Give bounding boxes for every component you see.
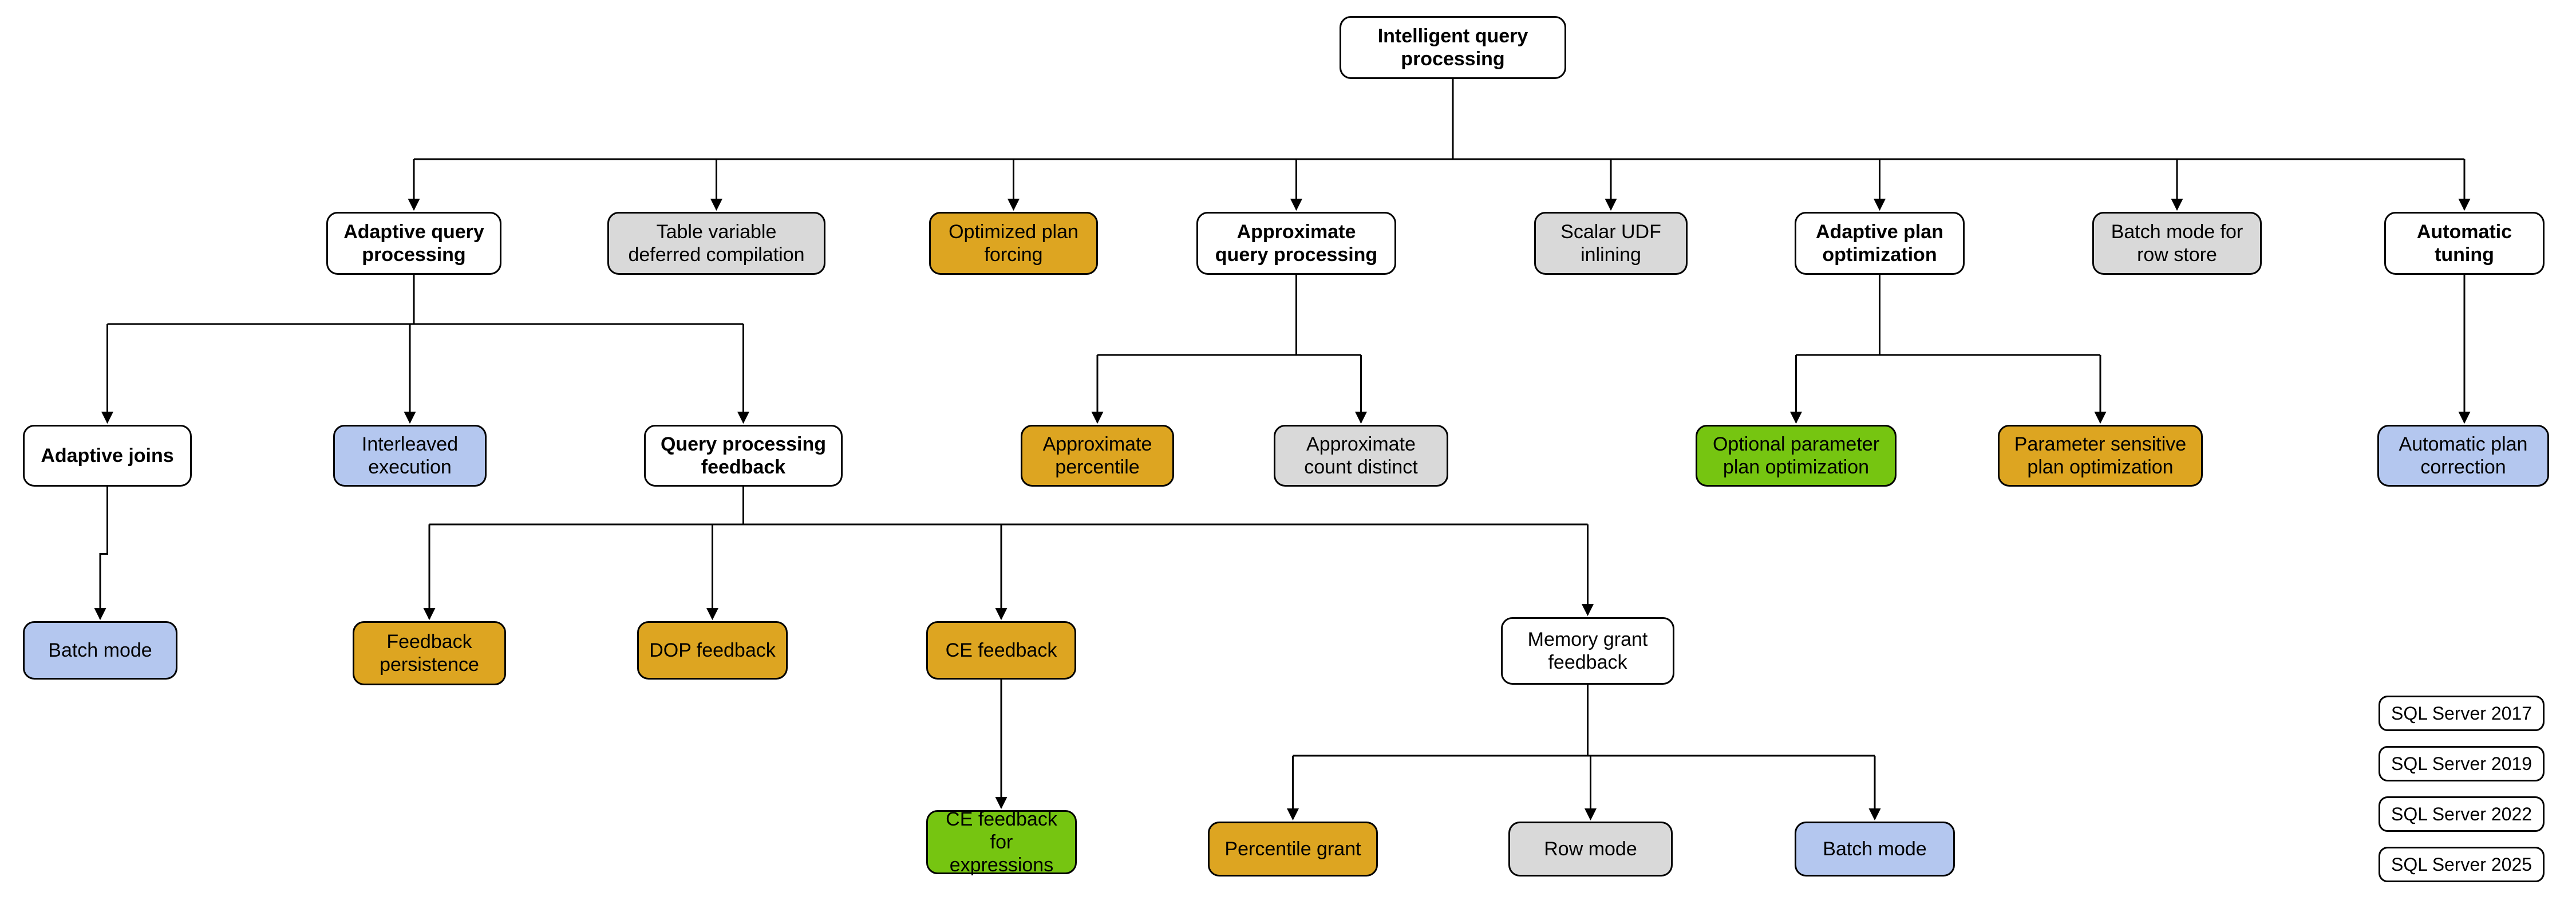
connector	[94, 487, 108, 621]
node-opt-plan-forcing[interactable]: Optimized plan forcing	[929, 212, 1098, 275]
node-ce-feedback[interactable]: CE feedback	[926, 621, 1076, 680]
node-table-var[interactable]: Table variable deferred compilation	[607, 212, 825, 275]
node-auto-plan-corr[interactable]: Automatic plan correction	[2377, 425, 2549, 487]
node-param-sensitive[interactable]: Parameter sensitive plan optimization	[1998, 425, 2203, 487]
legend-item-sql-server-2019: SQL Server 2019	[2379, 746, 2545, 781]
node-row-mode[interactable]: Row mode	[1508, 822, 1673, 876]
node-dop-feedback[interactable]: DOP feedback	[637, 621, 788, 680]
node-optional-param[interactable]: Optional parameter plan optimization	[1696, 425, 1897, 487]
node-approx-qp[interactable]: Approximate query processing	[1196, 212, 1396, 275]
legend-item-sql-server-2025: SQL Server 2025	[2379, 847, 2545, 882]
node-root[interactable]: Intelligent query processing	[1340, 16, 1566, 79]
node-adaptive-qp[interactable]: Adaptive query processing	[326, 212, 501, 275]
node-adaptive-plan[interactable]: Adaptive plan optimization	[1795, 212, 1965, 275]
node-feedback-persist[interactable]: Feedback persistence	[353, 621, 506, 685]
legend-item-sql-server-2022: SQL Server 2022	[2379, 796, 2545, 832]
node-batch-mode-mg[interactable]: Batch mode	[1795, 822, 1955, 876]
legend-item-sql-server-2017: SQL Server 2017	[2379, 696, 2545, 731]
node-approx-pct[interactable]: Approximate percentile	[1021, 425, 1174, 487]
node-memory-grant[interactable]: Memory grant feedback	[1501, 617, 1674, 685]
node-adaptive-joins[interactable]: Adaptive joins	[23, 425, 192, 487]
node-approx-count[interactable]: Approximate count distinct	[1274, 425, 1448, 487]
node-auto-tuning[interactable]: Automatic tuning	[2384, 212, 2545, 275]
node-qp-feedback[interactable]: Query processing feedback	[644, 425, 843, 487]
node-pct-grant[interactable]: Percentile grant	[1208, 822, 1378, 876]
node-batch-mode-aj[interactable]: Batch mode	[23, 621, 177, 680]
node-ce-expr[interactable]: CE feedback for expressions	[926, 808, 1077, 876]
node-batch-row-store[interactable]: Batch mode for row store	[2092, 212, 2262, 275]
node-interleaved[interactable]: Interleaved execution	[333, 425, 487, 487]
node-scalar-udf[interactable]: Scalar UDF inlining	[1534, 212, 1688, 275]
